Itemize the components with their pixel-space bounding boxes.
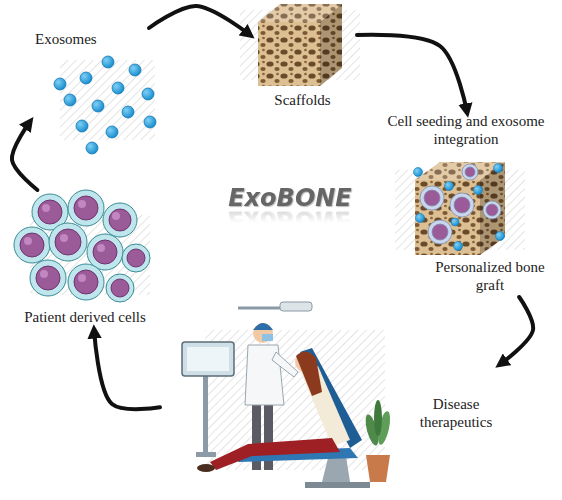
- graft-cube: [414, 162, 506, 255]
- scaffold-cube: [258, 4, 342, 86]
- exosome-dots: [54, 56, 156, 154]
- dental-scene: [182, 302, 392, 488]
- illustrated-step: Cell seeding and exosome integrationPers…: [380, 112, 554, 297]
- illustrated-step: Exosomes: [30, 28, 170, 153]
- illustrated-step: Disease therapeutics: [160, 300, 500, 495]
- step-caption: Personalized bone graft: [430, 258, 550, 294]
- cycle-arrow: [94, 330, 160, 409]
- illustrated-step: Patient derived cells: [5, 190, 167, 330]
- illustrated-step: Scaffolds: [250, 2, 357, 112]
- step-caption: Scaffolds: [250, 91, 355, 109]
- step-caption: Disease therapeutics: [415, 395, 497, 431]
- cycle-arrow: [500, 297, 533, 364]
- cell-cluster: [14, 190, 150, 302]
- step-caption: Patient derived cells: [5, 308, 165, 326]
- cycle-arrow: [357, 35, 467, 112]
- step-caption: Cell seeding and exosome integration: [380, 112, 552, 148]
- cycle-arrow: [12, 122, 37, 190]
- diagram-title: ExoBONE: [205, 184, 375, 212]
- cycle-arrow: [149, 6, 250, 35]
- step-caption: Exosomes: [35, 30, 115, 48]
- hatch-ground: [60, 60, 155, 140]
